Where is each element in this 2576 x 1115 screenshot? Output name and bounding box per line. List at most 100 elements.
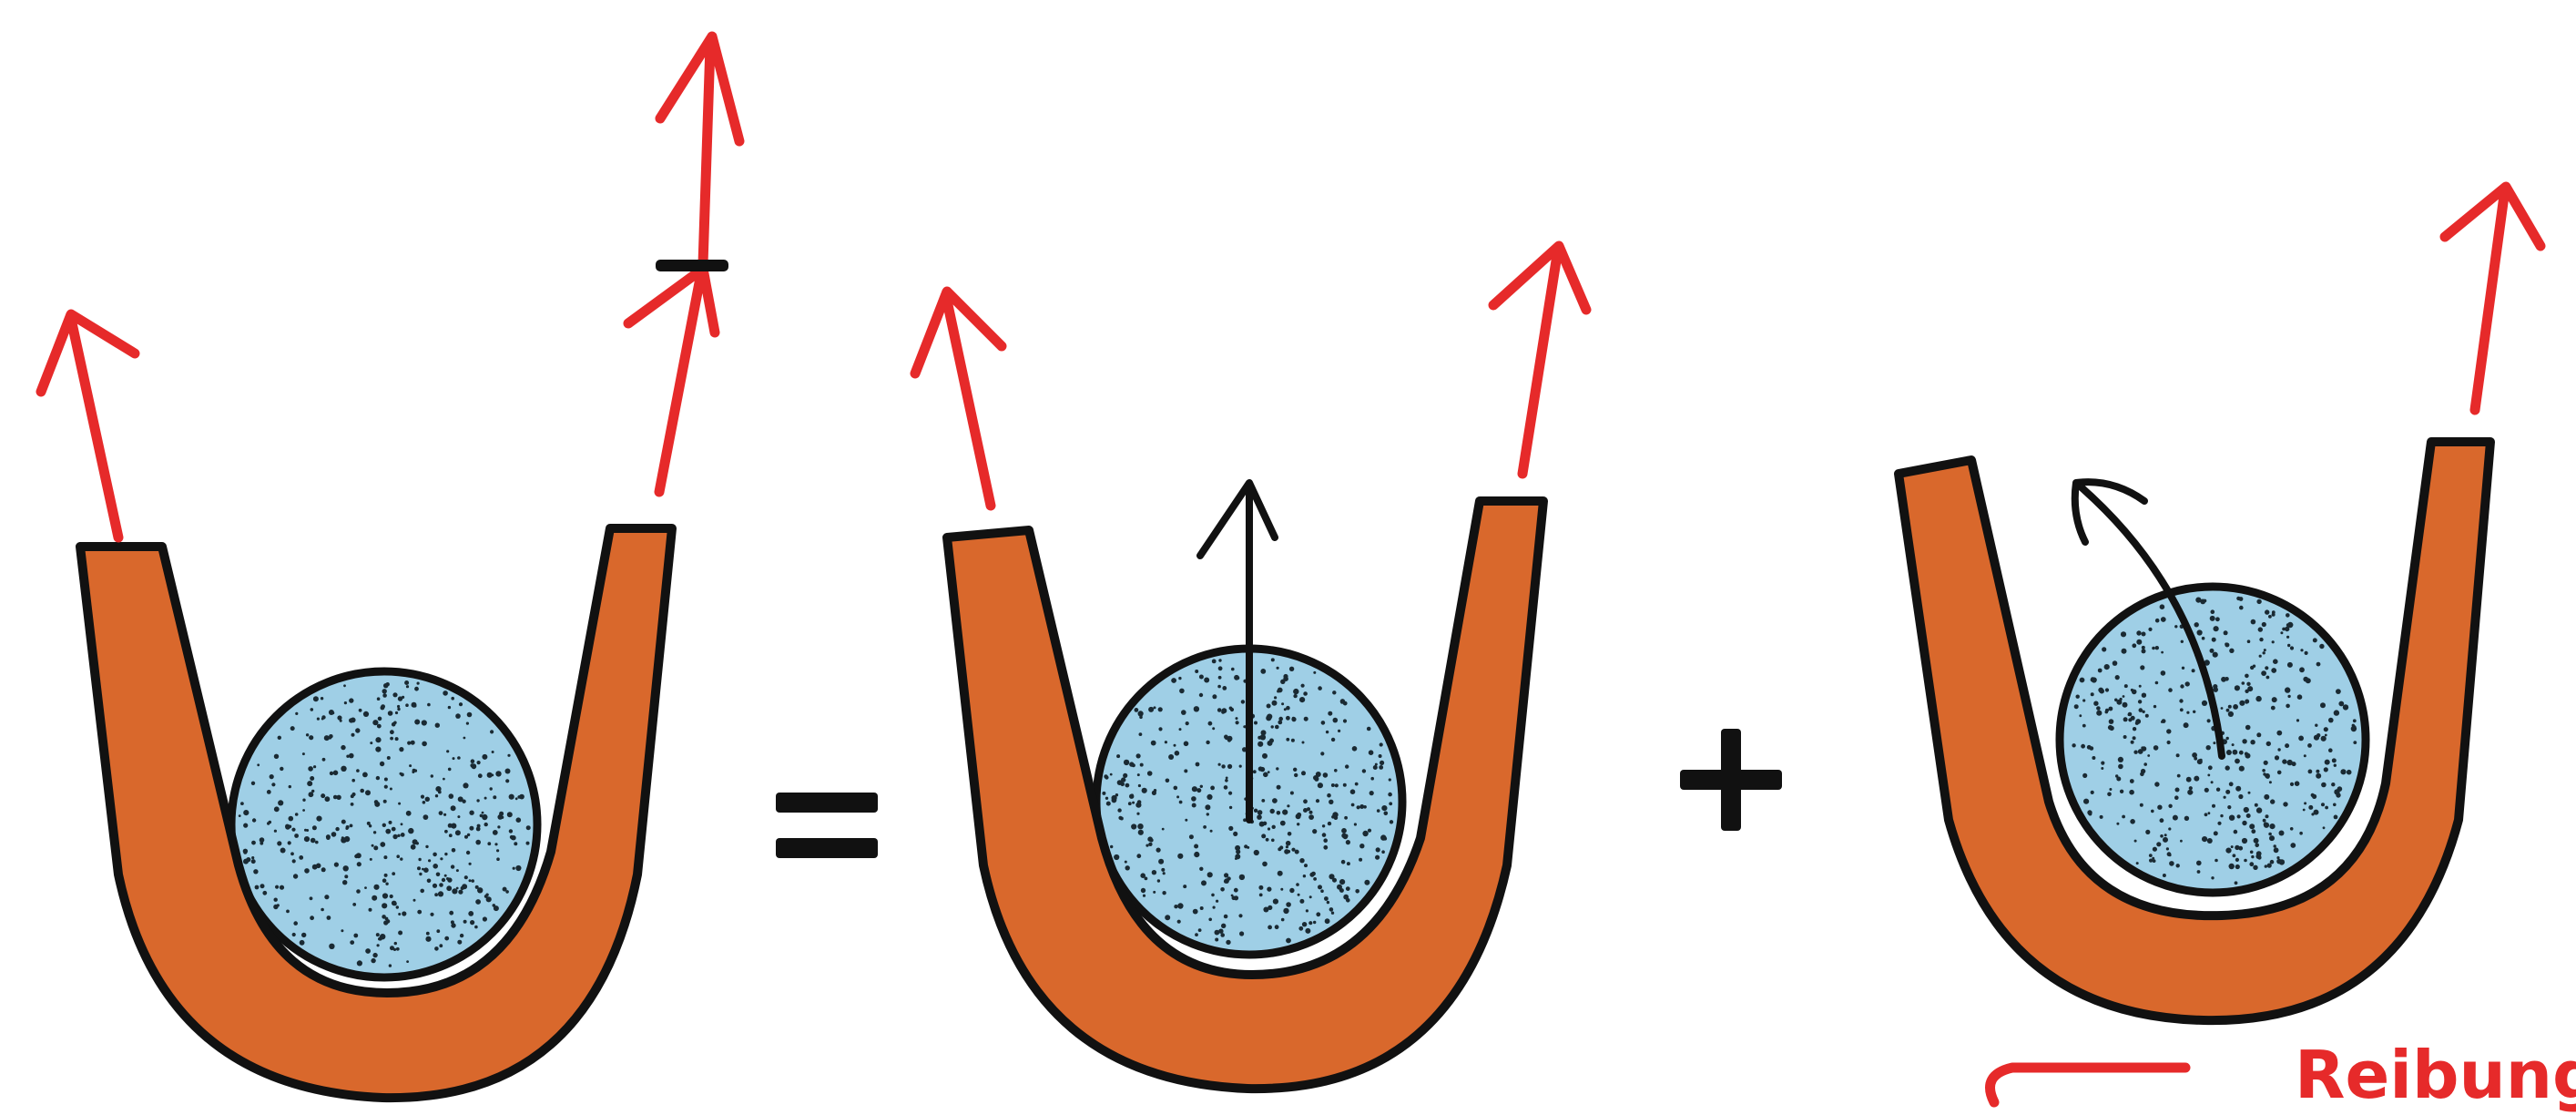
ball-speckle: [1143, 895, 1145, 897]
ball-speckle: [1179, 689, 1185, 694]
ball-speckle: [280, 885, 284, 890]
ball-speckle: [2298, 736, 2304, 742]
ball-speckle: [2265, 609, 2269, 614]
force-arrow-right-upper-1: [660, 36, 739, 264]
ball-speckle: [1296, 883, 1299, 886]
ball-speckle: [2283, 802, 2287, 806]
ball-speckle: [253, 869, 258, 874]
ball-speckle: [392, 692, 397, 697]
ball-speckle: [1347, 862, 1350, 865]
ball-speckle: [310, 776, 314, 781]
ball-speckle: [2316, 733, 2320, 737]
ball-speckle: [1279, 845, 1283, 849]
ball-speckle: [1303, 799, 1308, 803]
ball-speckle: [1275, 925, 1279, 929]
ball-speckle: [417, 910, 422, 915]
ball-speckle: [526, 825, 531, 830]
ball-speckle: [359, 709, 362, 712]
ball-speckle: [492, 751, 494, 753]
ball-speckle: [1328, 711, 1332, 716]
ball-speckle: [1228, 826, 1233, 831]
ball-speckle: [342, 880, 347, 885]
ball-speckle: [1239, 765, 1242, 768]
ball-speckle: [1262, 753, 1268, 759]
ball-speckle: [457, 815, 460, 818]
ball-speckle: [1327, 793, 1331, 798]
ball-speckle: [490, 730, 494, 733]
ball-speckle: [1137, 823, 1143, 829]
ball-speckle: [2245, 674, 2249, 679]
ball-speckle: [1280, 680, 1285, 684]
ball-speckle: [2131, 741, 2134, 744]
ball-speckle: [2287, 695, 2290, 698]
ball-speckle: [1208, 721, 1213, 726]
ball-speckle: [451, 864, 454, 868]
ball-speckle: [2164, 834, 2167, 836]
ball-speckle: [2155, 681, 2159, 685]
ball-speckle: [2134, 840, 2137, 843]
ball-speckle: [490, 787, 493, 790]
ball-speckle: [331, 832, 337, 837]
ball-speckle: [1341, 828, 1347, 834]
ball-speckle: [2274, 844, 2276, 847]
ball-speckle: [1241, 700, 1245, 703]
ball-speckle: [412, 702, 417, 708]
ball-speckle: [2290, 646, 2294, 650]
ball-speckle: [1132, 802, 1135, 804]
ball-speckle: [1196, 762, 1200, 767]
ball-speckle: [2135, 719, 2141, 724]
ball-speckle: [351, 794, 354, 798]
ball-speckle: [2109, 788, 2112, 791]
ball-speckle: [2253, 865, 2257, 870]
ball-speckle: [444, 875, 447, 877]
ball-speckle: [1286, 938, 1291, 944]
ball-speckle: [2133, 751, 2137, 754]
ball-speckle: [289, 785, 291, 788]
ball-speckle: [2235, 864, 2240, 869]
ball-speckle: [2247, 686, 2253, 691]
ball-speckle: [1192, 786, 1197, 792]
ball-speckle: [2116, 823, 2119, 825]
ball-speckle: [2334, 815, 2338, 820]
ball-speckle: [2325, 760, 2330, 765]
ball-speckle: [1318, 686, 1322, 690]
equals-bar-bottom: [776, 838, 878, 858]
ball-speckle: [2258, 627, 2263, 631]
ball-speckle: [2287, 644, 2290, 647]
ball-speckle: [448, 706, 451, 709]
ball-speckle: [365, 790, 371, 795]
ball-speckle: [1117, 808, 1121, 812]
ball-speckle: [2197, 870, 2201, 874]
ball-speckle: [1302, 922, 1307, 926]
ball-speckle: [1222, 708, 1227, 713]
ball-speckle: [373, 885, 379, 890]
ball-speckle: [1277, 667, 1279, 670]
ball-speckle: [1220, 887, 1225, 892]
ball-speckle: [467, 712, 473, 718]
ball-speckle: [2148, 628, 2152, 631]
ball-speckle: [2105, 709, 2109, 712]
ball-speckle: [493, 830, 498, 835]
ball-speckle: [1302, 742, 1305, 744]
ball-speckle: [2290, 783, 2294, 786]
ball-speckle: [1369, 791, 1374, 795]
ball-speckle: [2324, 767, 2328, 772]
ball-speckle: [1217, 685, 1221, 689]
ball-speckle: [1343, 701, 1348, 706]
ball-speckle: [1142, 788, 1147, 793]
ball-speckle: [1316, 772, 1321, 777]
force-arrow-right-3: [2445, 187, 2540, 410]
ball-speckle: [2251, 619, 2256, 625]
ball-speckle: [1227, 876, 1231, 880]
ball-speckle: [2282, 628, 2286, 631]
ball-speckle: [496, 857, 500, 861]
ball-speckle: [494, 843, 497, 845]
ball-speckle: [1171, 678, 1176, 683]
ball-speckle: [1258, 885, 1263, 890]
ball-speckle: [1286, 841, 1291, 846]
ball-speckle: [2140, 772, 2144, 777]
ball-speckle: [2107, 793, 2112, 797]
ball-speckle: [1278, 717, 1283, 721]
ball-speckle: [251, 782, 255, 785]
ball-speckle: [2115, 774, 2118, 777]
